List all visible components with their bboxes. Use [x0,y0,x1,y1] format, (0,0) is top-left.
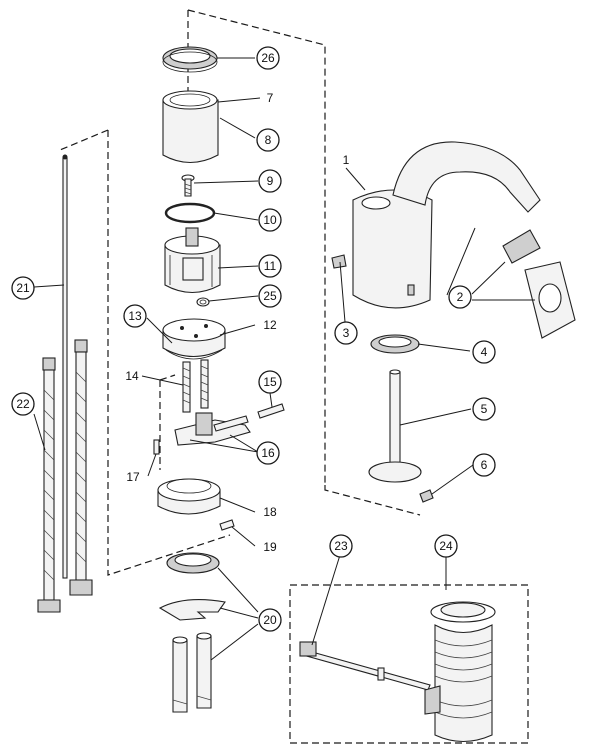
part-sleeve [162,90,219,164]
callout-label: 8 [265,133,272,147]
callout-26: 26 [256,46,280,70]
callout-14: 14 [125,369,139,383]
part-horseshoe-clip [158,599,226,621]
inner-assembly-outline [159,374,176,470]
callout-label: 22 [16,397,30,411]
part-popup-drain [424,601,496,743]
callout-11: 11 [258,254,282,278]
part-aerator [502,229,576,339]
callout-7: 7 [267,91,274,105]
part-o-ring [164,202,216,224]
callout-25: 25 [258,284,282,308]
callout-label: 12 [263,318,277,332]
callout-24: 24 [434,534,458,558]
callout-label: 16 [261,446,275,460]
leader-lines [33,57,535,661]
callout-label: 20 [263,613,277,627]
callout-label: 2 [457,290,464,304]
callout-5: 5 [472,397,496,421]
callout-9: 9 [258,169,282,193]
callout-2: 2 [448,285,472,309]
part-washer-ring [166,552,220,574]
hose-assembly-outline [59,129,231,576]
callout-13: 13 [123,304,147,328]
part-small-ring [196,297,210,307]
part-lever [174,412,251,446]
callout-18: 18 [263,505,277,519]
callout-label: 4 [481,345,488,359]
callout-label: 13 [128,309,142,323]
callout-label: 7 [267,91,274,105]
callout-16: 16 [256,441,280,465]
callout-19: 19 [263,540,277,554]
callout-3: 3 [334,321,358,345]
part-shank [368,369,422,483]
part-set-screw [219,519,235,531]
callout-label: 25 [263,289,277,303]
part-pin [257,403,285,419]
callout-17: 17 [126,470,140,484]
callout-label: 17 [126,470,140,484]
callout-label: 26 [261,51,275,65]
callout-label: 11 [264,259,277,273]
callout-10: 10 [258,208,282,232]
part-flexible-hoses [37,339,93,613]
callout-20: 20 [258,608,282,632]
callout-label: 3 [343,326,350,340]
part-lift-rod [62,154,68,579]
callout-22: 22 [11,392,35,416]
callout-label: 6 [481,458,488,472]
callout-15: 15 [258,370,282,394]
callout-label: 1 [343,153,350,167]
callout-label: 24 [439,539,453,553]
callout-12: 12 [263,318,277,332]
callout-label: 18 [263,505,277,519]
part-collar [157,478,221,515]
callout-label: 21 [16,281,30,295]
callout-6: 6 [472,453,496,477]
callout-label: 15 [263,375,277,389]
callout-23: 23 [329,534,353,558]
callout-1: 1 [343,153,350,167]
callout-label: 14 [125,369,139,383]
callout-label: 19 [263,540,277,554]
part-cartridge-base [162,318,226,360]
part-screw [181,174,195,197]
part-nut [419,489,434,503]
part-cap-ring [162,46,218,73]
callout-4: 4 [472,340,496,364]
callout-label: 9 [267,174,274,188]
part-clip [153,439,160,455]
part-studs [182,359,209,413]
callout-label: 10 [263,213,277,227]
callout-21: 21 [11,276,35,300]
part-pivot-rod [299,641,431,691]
callout-label: 5 [481,402,488,416]
part-cartridge [164,227,221,294]
callout-8: 8 [256,128,280,152]
cartridge-assembly-outline [187,9,421,516]
part-faucet-body [352,141,541,309]
callout-label: 23 [334,539,348,553]
part-gasket [370,334,420,354]
part-side-screw [331,254,347,269]
part-threaded-rods [172,632,212,713]
